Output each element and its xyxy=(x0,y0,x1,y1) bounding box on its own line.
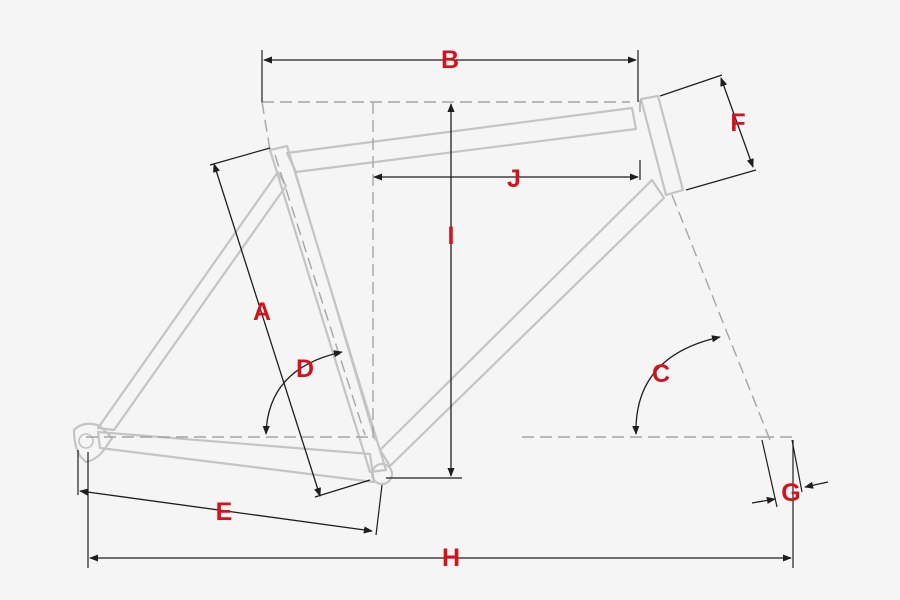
label-a: A xyxy=(253,298,271,326)
label-c: C xyxy=(652,360,670,388)
label-j: J xyxy=(507,165,521,193)
bottom-bracket xyxy=(370,462,394,486)
label-f: F xyxy=(730,109,745,137)
label-b: B xyxy=(441,46,459,74)
label-g: G xyxy=(781,479,800,507)
label-e: E xyxy=(216,498,233,526)
angle-d-arc xyxy=(262,350,343,435)
reference-lines xyxy=(86,100,792,441)
down-tube xyxy=(378,178,666,468)
dimension-labels: B J I A D E H F C G xyxy=(216,46,801,572)
angle-c-arc xyxy=(632,335,721,435)
dimension-arrows xyxy=(79,56,829,562)
label-h: H xyxy=(442,544,460,572)
chain-stay xyxy=(96,430,376,484)
dimension-g-arrow-right xyxy=(804,481,829,489)
rear-dropout xyxy=(72,422,114,464)
label-d: D xyxy=(296,355,314,383)
dimension-a-arrow xyxy=(213,163,321,497)
dimension-f-arrow xyxy=(720,77,754,168)
label-i: I xyxy=(448,222,455,250)
head-tube xyxy=(639,94,685,197)
seat-tube-inner xyxy=(295,172,376,441)
rear-axle xyxy=(78,433,94,449)
dimension-e-arrow xyxy=(79,488,373,534)
bike-frame xyxy=(72,94,685,486)
top-tube xyxy=(285,106,638,174)
extension-lines xyxy=(77,50,803,568)
dimension-g-arrow-left xyxy=(751,496,776,504)
